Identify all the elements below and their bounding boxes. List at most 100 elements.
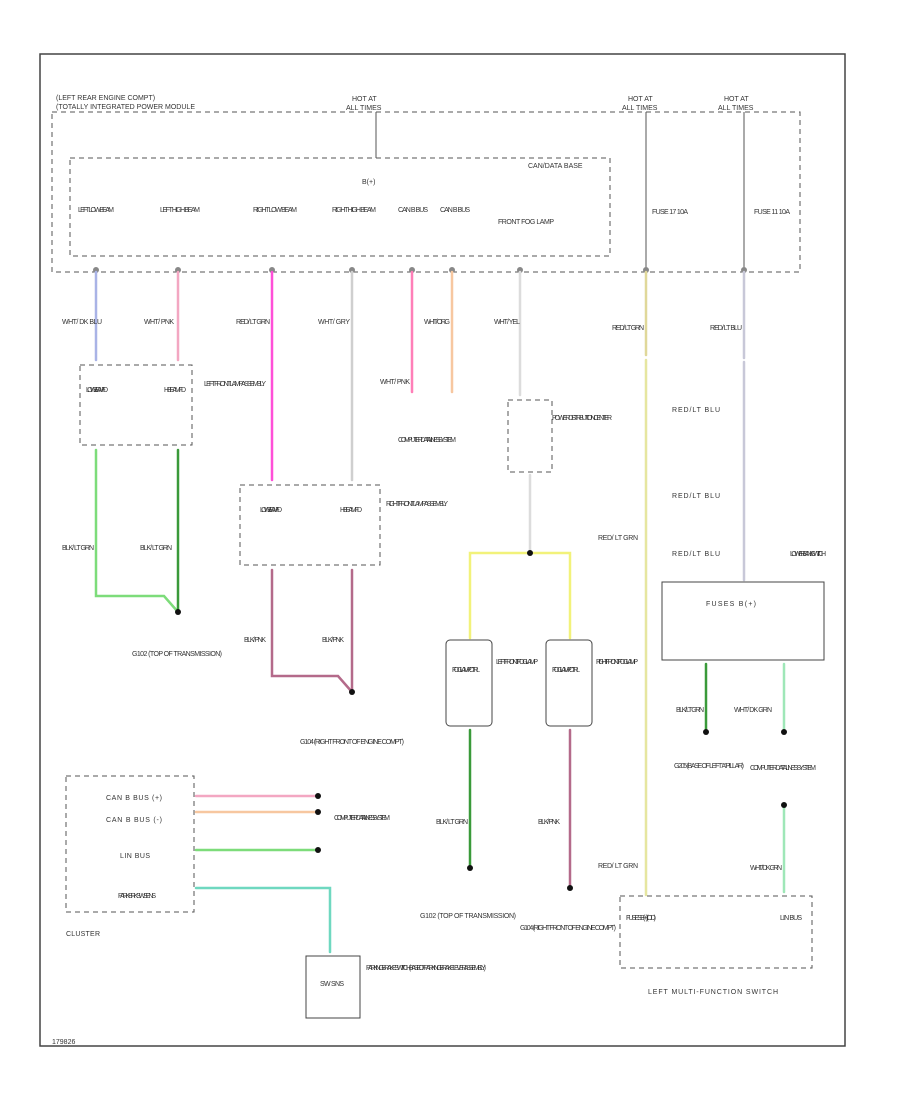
w2-color: WHT/ PNK [144, 319, 174, 326]
hot-at-all-2: ALL TIMES [346, 105, 382, 112]
lin-bus-2: LIN BUS [780, 915, 802, 922]
lin-point [315, 847, 321, 853]
hot-c-2: ALL TIMES [718, 105, 754, 112]
blk-lt-grn-fog: BLK/ LT GRN [436, 819, 468, 826]
pin-right-high: RIGHT HIGH BEAM [332, 207, 376, 214]
g102-point-1 [175, 609, 181, 615]
pin-terminals [93, 267, 747, 273]
right-fog-label: RIGHT FRONT FOG LAMP [596, 659, 638, 666]
hot-c-1: HOT AT [724, 96, 749, 103]
blk-lt-grn-a: BLK/ LT GRN [62, 545, 94, 552]
hot-at-all-1: HOT AT [352, 96, 377, 103]
red-lt-grn-long: RED/ LT GRN [598, 535, 638, 542]
low-beam-fd-right: LOW BEAM FD [260, 507, 282, 514]
g104-point-2 [567, 885, 573, 891]
left-fog-label: LEFT FRONT FOG LAMP [496, 659, 538, 666]
can-plus-point [315, 793, 321, 799]
park-brk: PARK BRK SW SENS [118, 893, 156, 900]
bplus-label: B(+) [362, 179, 375, 186]
computer-data-2: COMPUTER DATA LINES SYSTEM [750, 765, 816, 772]
wht-dk-grn-a: WHT/ DK GRN [734, 707, 772, 714]
cluster-label: CLUSTER [66, 931, 100, 938]
can-b-plus: CAN B BUS (+) [106, 795, 162, 802]
left-multi-box [619, 895, 813, 969]
right-lamp-box [239, 484, 381, 566]
w7-color: WHT/ YEL [494, 319, 520, 326]
w5-color: WHT/ PNK [380, 379, 410, 386]
low-beam-fd-left: LOW BEAM FD [86, 387, 108, 394]
blk-pnk-fog: BLK/ PNK [538, 819, 560, 826]
park-switch-label: PARKING BRAKE SWITCH (BASE OF PARKING BR… [366, 965, 486, 972]
fuses-b-box [661, 581, 825, 661]
pin-can-b2: CAN B BUS [440, 207, 470, 214]
multi-lin-point [781, 802, 787, 808]
g205-label: G205 (BASE OF LEFT 'A' PILLAR) [674, 763, 744, 770]
module-title-1: (LEFT REAR ENGINE COMPT) [56, 95, 155, 102]
w1-color: WHT/ DK BLU [62, 319, 102, 326]
red-lt-blu-1: RED/LT BLU [672, 407, 720, 414]
park-switch-box [305, 955, 361, 1019]
can-minus-point [315, 809, 321, 815]
left-lamp-title: LEFT FRONT LAMP ASSEMBLY [204, 381, 266, 388]
fog-branch [468, 551, 572, 640]
w3-color: RED/ LT GRN [236, 319, 270, 326]
pin-left-high: LEFT HIGH BEAM [160, 207, 200, 214]
g102-label-1: G102 (TOP OF TRANSMISSION) [132, 651, 222, 658]
cluster-box [65, 775, 195, 913]
left-multi-label: LEFT MULTI-FUNCTION SWITCH [648, 989, 778, 996]
fog-ctrl-left: FOG LAMP CTRL [452, 667, 480, 674]
pin-left-low: LEFT LOW BEAM [78, 207, 114, 214]
pin-front-fog: FRONT FOG LAMP [498, 219, 554, 226]
fog-ctrl-right: FOG LAMP CTRL [552, 667, 580, 674]
hi-beam-fd-left: HI BEAM FD [164, 387, 186, 394]
lower-bank: LOWER BANK SWITCH [790, 551, 826, 558]
red-lt-blu-3: RED/LT BLU [672, 551, 720, 558]
fuses-b-iod: FUSES B(+) (IOD) [626, 915, 656, 922]
w9-color: RED/ LT BLU [710, 325, 742, 332]
blk-pnk-a: BLK/ PNK [244, 637, 266, 644]
can-module-box [69, 157, 611, 257]
g104-label-1: G104 (RIGHT FRONT OF ENGINE COMPT) [300, 739, 404, 746]
hot-b-2: ALL TIMES [622, 105, 658, 112]
computer-data-3: COMPUTER DATA LINES SYSTEM [334, 815, 390, 822]
g104-label-2: G104 (RIGHT FRONT OF ENGINE COMPT) [520, 925, 616, 932]
g104-point-1 [349, 689, 355, 695]
pin-can-b1: CAN B BUS [398, 207, 428, 214]
cluster-park-brk [194, 886, 332, 954]
fuses-b-data-point [781, 729, 787, 735]
w4-color: WHT/ GRY [318, 319, 350, 326]
can-module-label: CAN/DATA BASE [528, 163, 583, 170]
right-lamp-title: RIGHT FRONT LAMP ASSEMBLY [386, 501, 448, 508]
wht-dk-grn-b: WHT/ DK GRN [750, 865, 782, 872]
tipm-module-box [51, 111, 801, 273]
red-lt-blu-2: RED/LT BLU [672, 493, 720, 500]
computer-data-1: COMPUTER DATA LINES SYSTEM [398, 437, 456, 444]
fuses-b-label: FUSES B(+) [706, 601, 756, 608]
pdc-1: POWER DISTRIBUTION CENTER [552, 415, 612, 422]
pdc-box [507, 399, 553, 473]
pin-right-low: RIGHT LOW BEAM [253, 207, 297, 214]
g205-point [703, 729, 709, 735]
g102-point-2 [467, 865, 473, 871]
hot-b-1: HOT AT [628, 96, 653, 103]
g102-label-2: G102 (TOP OF TRANSMISSION) [420, 913, 516, 920]
left-fog-box [445, 639, 493, 727]
hi-beam-fd-right: HI BEAM FD [340, 507, 362, 514]
red-lt-grn-bottom: RED/ LT GRN [598, 863, 638, 870]
right-low-ground [270, 568, 354, 694]
w6-color: WHT/ ORG [424, 319, 450, 326]
sw-sns: SW SNS [320, 981, 344, 988]
fuse-17-label: FUSE 17 10A [652, 209, 688, 216]
right-fog-box [545, 639, 593, 727]
can-b-minus: CAN B BUS (-) [106, 817, 162, 824]
blk-lt-grn-b: BLK/ LT GRN [140, 545, 172, 552]
fuse-11-label: FUSE 11 10A [754, 209, 790, 216]
w8-color: RED/ LT GRN [612, 325, 644, 332]
left-lamp-box [79, 364, 193, 446]
blk-lt-grn-2: BLK/ LT GRN [676, 707, 704, 714]
fog-splice [527, 550, 533, 556]
left-low-ground [94, 448, 180, 614]
outer-frame [39, 53, 846, 1047]
